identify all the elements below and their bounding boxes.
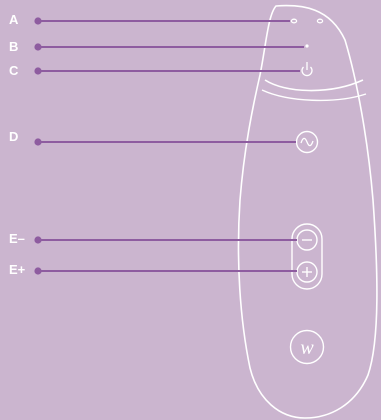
- brand-logo-text: w: [300, 337, 314, 359]
- device-outline: [237, 4, 378, 419]
- led-indicator-icon: [305, 44, 309, 48]
- mode-button[interactable]: [295, 130, 319, 154]
- decrease-button[interactable]: [296, 229, 318, 251]
- power-icon: [301, 66, 313, 77]
- power-button[interactable]: [301, 62, 313, 77]
- brand-logo: w: [289, 329, 325, 365]
- increase-button[interactable]: [296, 261, 318, 283]
- plus-icon: [302, 267, 312, 277]
- wave-icon: [300, 137, 314, 147]
- callout-line-e-plus: [34, 267, 297, 275]
- callout-label-a: A: [9, 12, 19, 27]
- callout-label-e-minus: E–: [9, 231, 25, 246]
- contact-right-icon: [316, 18, 324, 24]
- intensity-buttons: [291, 223, 323, 290]
- callout-label-e-plus: E+: [9, 262, 26, 277]
- charging-contacts: [290, 18, 324, 24]
- callout-lines: [34, 17, 304, 275]
- callout-line-d: [34, 138, 296, 146]
- head-ring-upper: [261, 89, 367, 102]
- callout-label-c: C: [9, 63, 19, 78]
- callout-line-a: [34, 17, 290, 25]
- head-ring-lower: [264, 79, 364, 92]
- callout-line-e-minus: [34, 236, 297, 244]
- callout-line-c: [34, 67, 300, 75]
- callout-label-b: B: [9, 39, 19, 54]
- callout-label-d: D: [9, 129, 19, 144]
- intensity-button-frame: [291, 223, 323, 290]
- callout-line-b: [34, 43, 304, 51]
- contact-left-icon: [290, 18, 298, 24]
